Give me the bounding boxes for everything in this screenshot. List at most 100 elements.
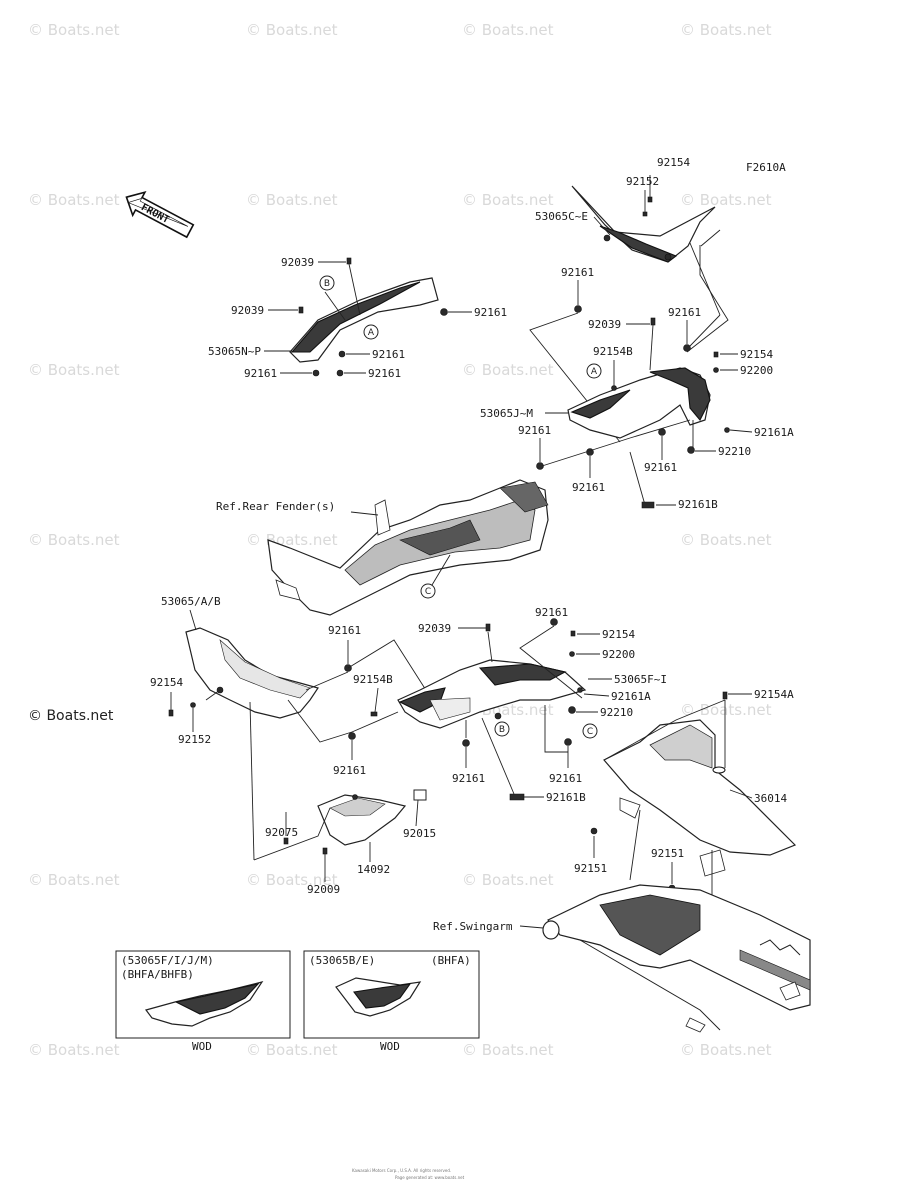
callout-c: C <box>420 583 436 599</box>
svg-text:C: C <box>425 587 431 597</box>
part-label: 92039 <box>418 622 451 635</box>
side-cover-lower-middle <box>397 618 587 801</box>
part-label: 92161A <box>611 690 651 703</box>
part-label: 92161 <box>549 772 582 785</box>
watermark: © Boats.net <box>680 191 772 209</box>
part-label: 92161 <box>368 367 401 380</box>
part-label: 92039 <box>281 256 314 269</box>
part-label: 92154B <box>353 673 393 686</box>
watermark: © Boats.net <box>28 531 120 549</box>
callout-b-2: B <box>494 721 510 737</box>
watermark: © Boats.net <box>28 361 120 379</box>
svg-text:A: A <box>368 328 375 338</box>
watermark: © Boats.net <box>246 21 338 39</box>
inset-right-line2: (BHFA) <box>431 954 471 967</box>
callout-c-2: C <box>582 723 598 739</box>
part-label: 92161 <box>474 306 507 319</box>
side-cover-lower-left <box>168 627 319 719</box>
part-label: 92161B <box>678 498 718 511</box>
part-label: 92154 <box>150 676 183 689</box>
part-label: 92161 <box>668 306 701 319</box>
watermark: © Boats.net <box>28 21 120 39</box>
inset-variant-right: (53065B/E) (BHFA) WOD <box>303 950 480 1053</box>
swingarm-reference <box>542 884 811 1033</box>
part-label: 92210 <box>718 445 751 458</box>
part-label: 53065J~M <box>480 407 533 420</box>
tail-cover-right <box>567 317 730 454</box>
svg-text:A: A <box>591 367 598 377</box>
watermark: © Boats.net <box>462 871 554 889</box>
part-label: 92152 <box>626 175 659 188</box>
part-label: 53065C~E <box>535 210 588 223</box>
part-label: 53065N~P <box>208 345 261 358</box>
part-label: 92154 <box>602 628 635 641</box>
inset-variant-left: (53065F/I/J/M) (BHFA/BHFB) WOD <box>115 950 291 1053</box>
part-label: 92154 <box>740 348 773 361</box>
small-cover <box>283 789 427 855</box>
reference-label: Ref.Swingarm <box>433 920 513 933</box>
part-label: 92200 <box>602 648 635 661</box>
callout-b: B <box>319 275 335 291</box>
inset-right-caption: WOD <box>380 1040 400 1053</box>
svg-text:B: B <box>499 725 505 735</box>
part-label: 92152 <box>178 733 211 746</box>
part-label: 92161A <box>754 426 794 439</box>
part-label: 92039 <box>231 304 264 317</box>
part-label: 92200 <box>740 364 773 377</box>
front-arrow-icon: FRONT <box>125 191 195 239</box>
callout-a-2: A <box>586 363 602 379</box>
side-cover-upper-left <box>289 257 448 377</box>
svg-text:B: B <box>324 279 330 289</box>
watermark: © Boats.net <box>246 1041 338 1059</box>
inset-left-line1: (53065F/I/J/M) <box>121 954 214 967</box>
watermark: © Boats.net <box>462 21 554 39</box>
part-label: 92151 <box>651 847 684 860</box>
part-label: 92015 <box>403 827 436 840</box>
part-label: 92161 <box>372 348 405 361</box>
watermark-dark: © Boats.net <box>28 708 114 724</box>
watermark: © Boats.net <box>246 191 338 209</box>
part-label: 92039 <box>588 318 621 331</box>
part-label: 36014 <box>754 792 787 805</box>
callout-a: A <box>363 324 379 340</box>
watermark: © Boats.net <box>462 191 554 209</box>
part-label: 92009 <box>307 883 340 896</box>
reference-label: Ref.Rear Fender(s) <box>216 500 335 513</box>
part-label: 92161 <box>452 772 485 785</box>
part-label: 92161 <box>333 764 366 777</box>
part-label: 92161B <box>546 791 586 804</box>
figure-code: F2610A <box>746 161 786 174</box>
part-label: 53065/A/B <box>161 595 221 608</box>
watermark: © Boats.net <box>680 531 772 549</box>
inset-left-line2: (BHFA/BHFB) <box>121 968 194 981</box>
part-label: 92161 <box>644 461 677 474</box>
watermark: © Boats.net <box>462 1041 554 1059</box>
watermark: © Boats.net <box>246 531 338 549</box>
part-label: 92075 <box>265 826 298 839</box>
svg-text:C: C <box>587 727 593 737</box>
part-label: 92161 <box>561 266 594 279</box>
watermark: © Boats.net <box>246 871 338 889</box>
watermark: © Boats.net <box>28 1041 120 1059</box>
part-label: 92154B <box>593 345 633 358</box>
watermark: © Boats.net <box>462 361 554 379</box>
side-cover-upper-right <box>571 175 716 263</box>
inset-left-caption: WOD <box>192 1040 212 1053</box>
rear-fender-reference <box>267 479 549 616</box>
part-label: 92161 <box>535 606 568 619</box>
part-label: 92161 <box>572 481 605 494</box>
watermark-layer: © Boats.net © Boats.net © Boats.net © Bo… <box>28 21 772 1059</box>
footer-line-1: Kawasaki Motors Corp., U.S.A. All rights… <box>352 1168 451 1173</box>
watermark: © Boats.net <box>680 701 772 719</box>
part-label: 92151 <box>574 862 607 875</box>
part-label: 92161 <box>244 367 277 380</box>
part-label: 92154A <box>754 688 794 701</box>
part-label: 92161 <box>518 424 551 437</box>
part-label: 92210 <box>600 706 633 719</box>
part-label: 92154 <box>657 156 690 169</box>
watermark: © Boats.net <box>680 21 772 39</box>
part-label: 92161 <box>328 624 361 637</box>
inset-right-line1: (53065B/E) <box>309 954 375 967</box>
watermark: © Boats.net <box>680 1041 772 1059</box>
